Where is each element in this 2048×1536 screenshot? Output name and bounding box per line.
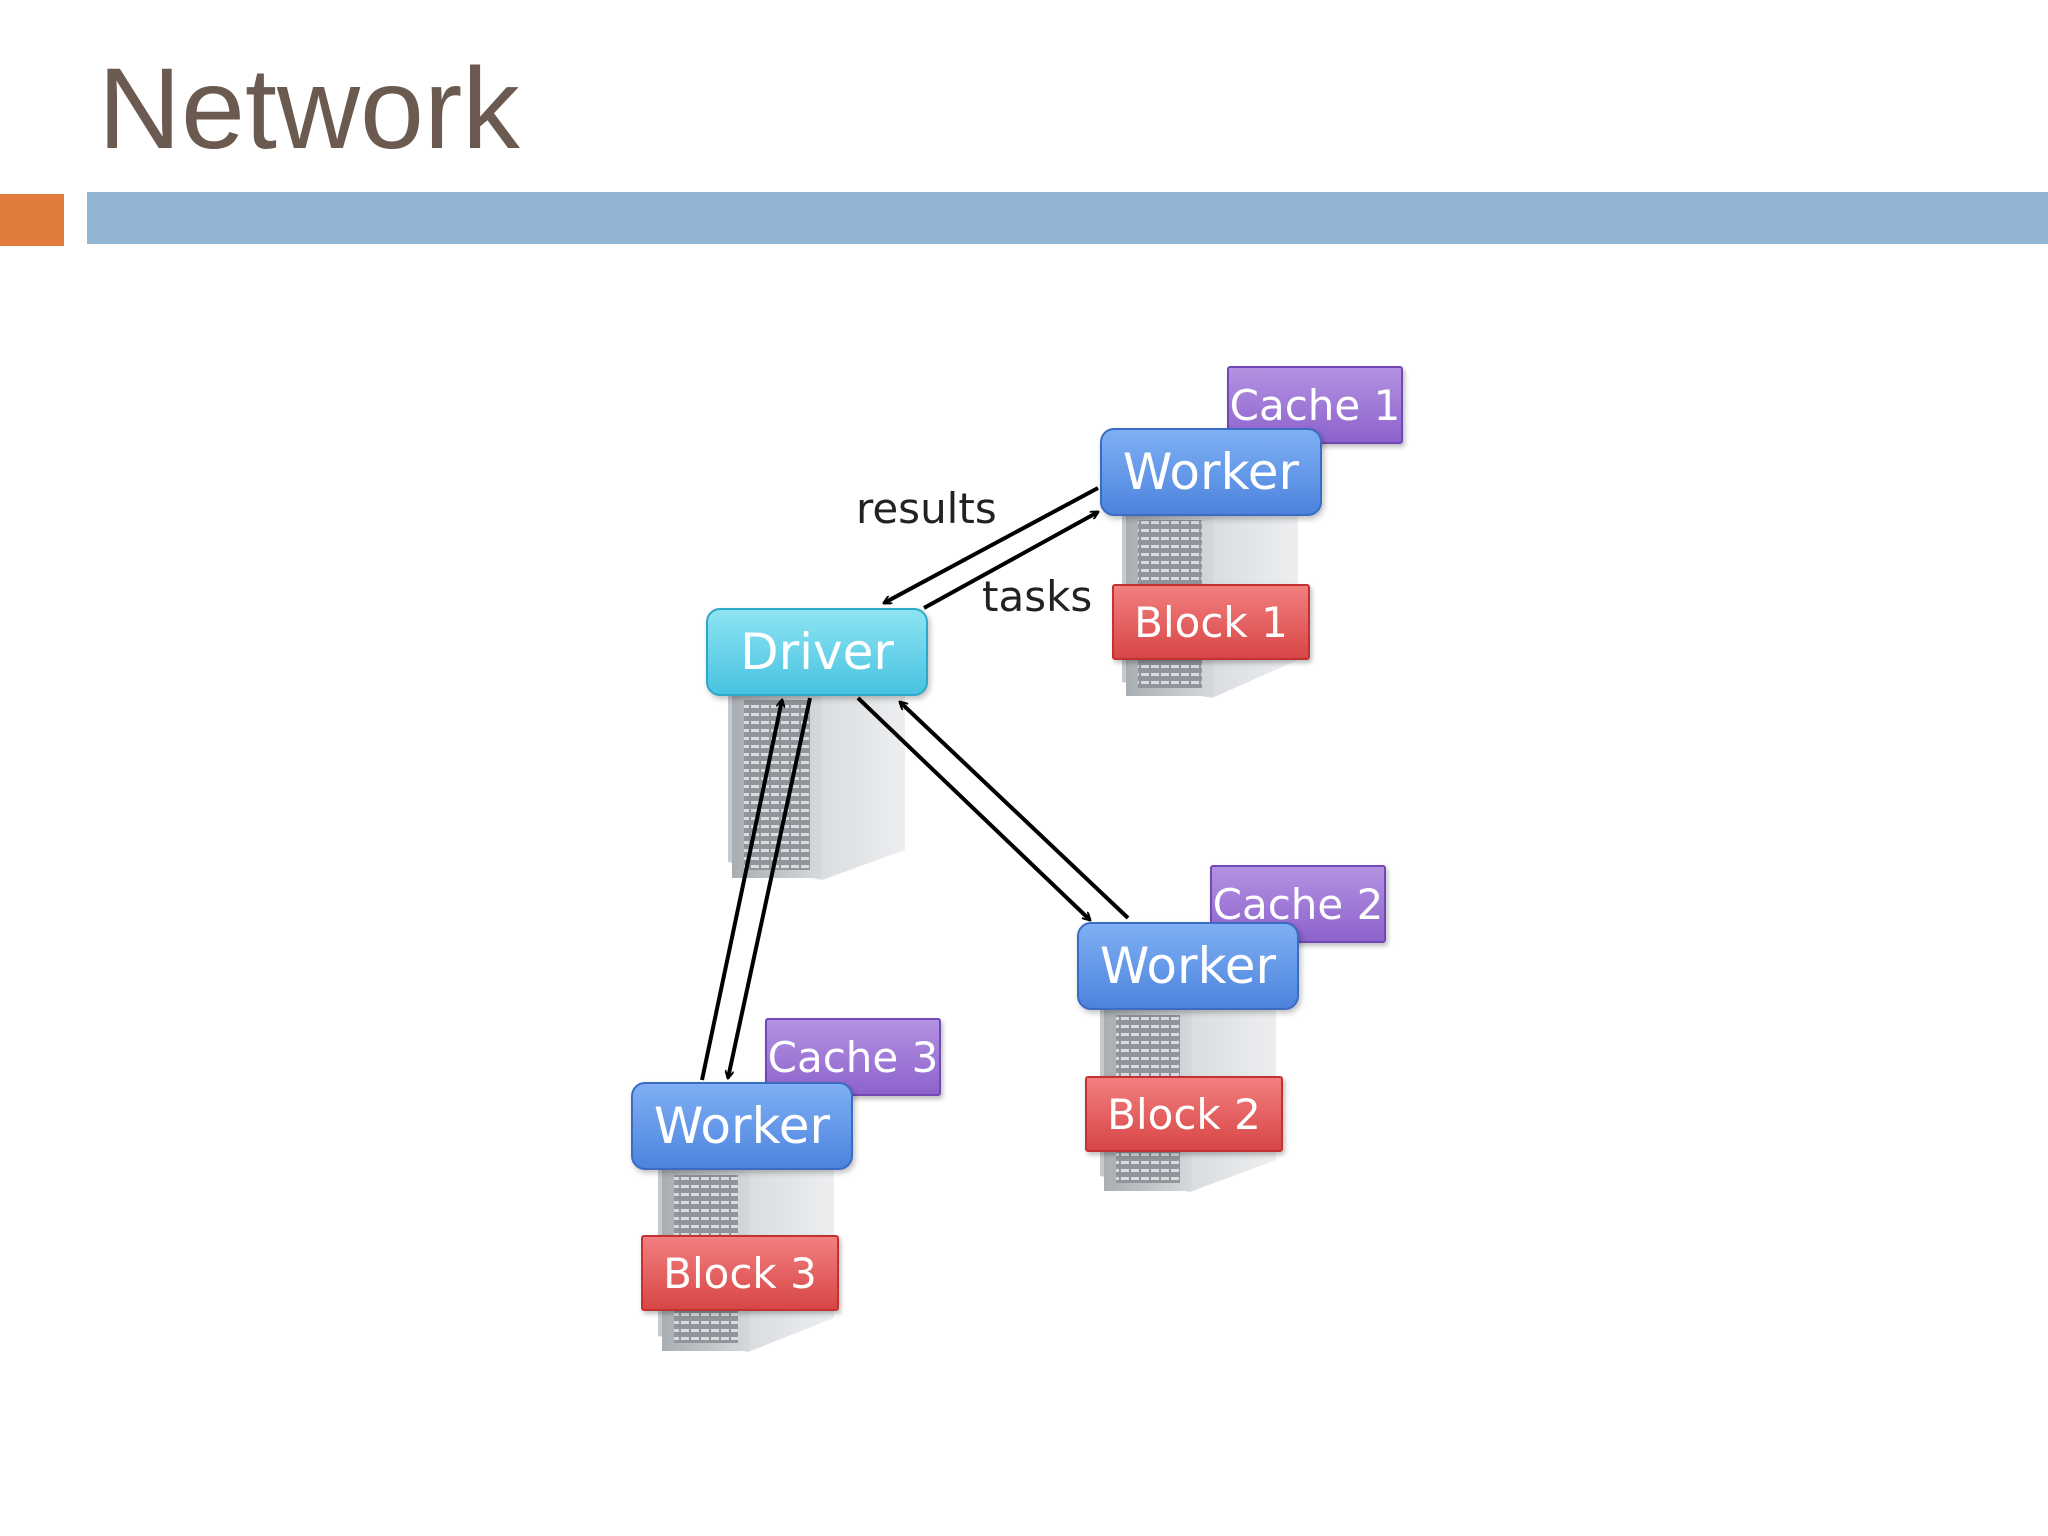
worker-1-block: Block 1 xyxy=(1112,584,1310,660)
worker-2-block: Block 2 xyxy=(1085,1076,1283,1152)
worker-3-block: Block 3 xyxy=(641,1235,839,1311)
arrow-tasks-driver-to-worker1 xyxy=(923,510,1098,610)
title-accent-square xyxy=(0,194,64,246)
arrow-tasks-driver-to-worker3 xyxy=(728,697,812,1078)
arrow-results-worker1-to-driver xyxy=(884,486,1099,605)
arrow-results-worker2-to-driver xyxy=(900,702,1130,920)
worker-2-node: Worker xyxy=(1077,922,1299,1010)
arrow-results-worker3-to-driver xyxy=(700,700,782,1081)
slide-title: Network xyxy=(98,45,520,173)
tasks-label: tasks xyxy=(982,572,1093,621)
driver-node: Driver xyxy=(706,608,928,696)
worker-1-node: Worker xyxy=(1100,428,1322,516)
title-underline-bar xyxy=(87,192,2048,244)
arrow-tasks-driver-to-worker2 xyxy=(856,696,1090,920)
worker-3-node: Worker xyxy=(631,1082,853,1170)
results-label: results xyxy=(856,484,997,533)
